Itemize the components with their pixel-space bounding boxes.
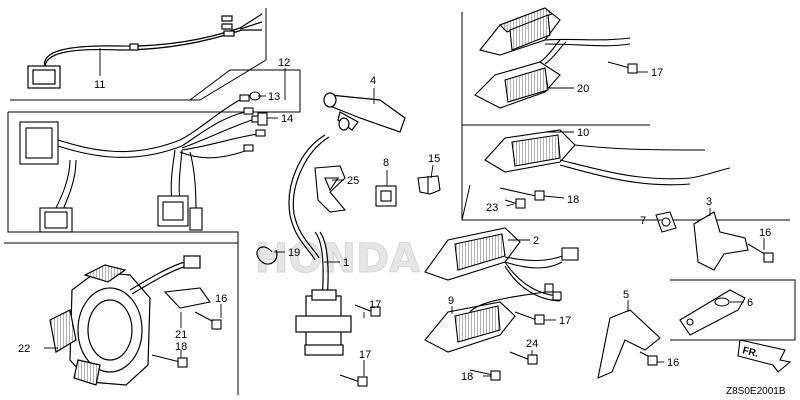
callout-23: 23 — [486, 202, 498, 214]
callout-19: 19 — [288, 247, 300, 259]
diagram-code: Z8S0E2001B — [726, 386, 786, 397]
grommet-8 — [375, 185, 397, 207]
callout-14: 14 — [281, 113, 293, 125]
callout-4: 4 — [370, 75, 376, 87]
callout-22: 22 — [18, 343, 30, 355]
callout-16-c: 16 — [215, 293, 227, 305]
callout-8: 8 — [383, 157, 389, 169]
callout-18-b: 18 — [461, 371, 473, 383]
coil-top — [479, 7, 631, 56]
callout-25: 25 — [347, 175, 359, 187]
callout-labels: 11 12 13 14 4 8 15 25 1 19 17 17 17 20 1… — [18, 57, 771, 383]
svg-text:HONDA: HONDA — [255, 236, 420, 282]
harness-12 — [19, 91, 268, 233]
bolts — [151, 61, 774, 387]
callout-15: 15 — [428, 153, 440, 165]
front-label: FR. — [741, 345, 760, 360]
callout-21: 21 — [175, 329, 187, 341]
plug-cap-4 — [323, 92, 406, 133]
callout-18-a: 18 — [567, 194, 579, 206]
harness-11 — [27, 13, 263, 89]
callout-24: 24 — [526, 338, 538, 350]
coil-10 — [484, 129, 731, 186]
nut-7 — [655, 211, 677, 233]
bracket-21 — [163, 287, 211, 309]
coil-20 — [474, 39, 567, 109]
callout-1: 1 — [343, 257, 349, 269]
callout-20: 20 — [577, 83, 589, 95]
callout-2: 2 — [533, 235, 539, 247]
callout-7: 7 — [640, 215, 646, 227]
callout-18-c: 18 — [175, 341, 187, 353]
callout-10: 10 — [577, 127, 589, 139]
band-19 — [256, 246, 278, 265]
callout-16-b: 16 — [667, 357, 679, 369]
plate-6 — [679, 289, 746, 336]
bracket-3 — [693, 211, 749, 271]
coil-2 — [424, 227, 579, 302]
bracket-5 — [597, 309, 661, 379]
front-arrow — [737, 339, 792, 373]
ignition-coil-1 — [288, 134, 352, 356]
callout-6: 6 — [747, 297, 753, 309]
callout-17-a: 17 — [369, 299, 381, 311]
frame-lines — [4, 8, 796, 395]
callout-3: 3 — [706, 196, 712, 208]
callout-17-d: 17 — [559, 315, 571, 327]
callout-12: 12 — [278, 57, 290, 69]
stator-22 — [49, 255, 201, 386]
callout-13: 13 — [268, 91, 280, 103]
callout-9: 9 — [448, 295, 454, 307]
callout-17-b: 17 — [359, 349, 371, 361]
callout-5: 5 — [623, 289, 629, 301]
callout-17-c: 17 — [651, 67, 663, 79]
clip-15 — [417, 175, 441, 195]
leader-lines — [44, 48, 765, 377]
coil-9 — [424, 291, 546, 353]
callout-11: 11 — [94, 79, 105, 91]
callout-16-a: 16 — [759, 227, 771, 239]
brand-watermark: HONDA — [255, 236, 421, 283]
clip-25 — [314, 165, 347, 213]
